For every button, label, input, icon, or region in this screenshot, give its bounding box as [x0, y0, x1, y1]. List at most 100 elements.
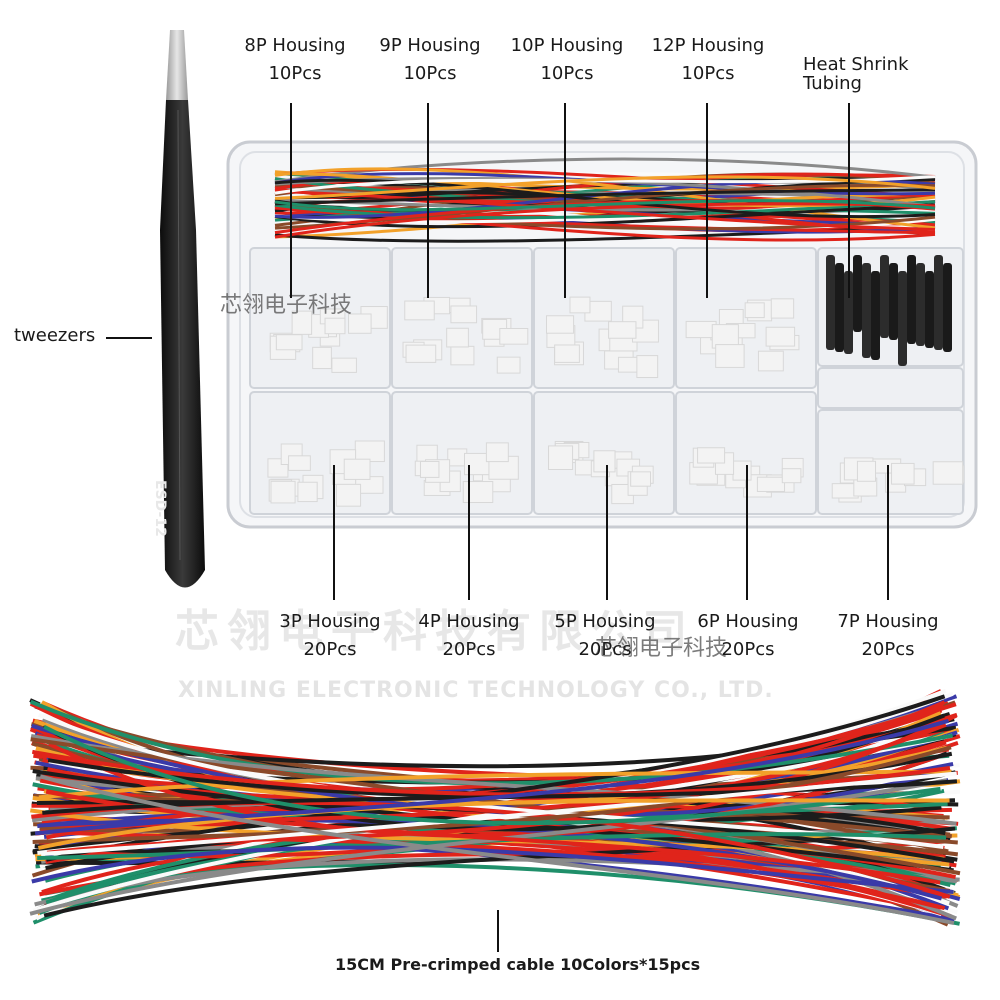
- label-cable: 15CM Pre-crimped cable 10Colors*15pcs: [335, 955, 701, 974]
- heat-shrink-tube: [880, 255, 889, 338]
- leader-10p: [564, 103, 566, 298]
- connector-housing: [932, 461, 964, 485]
- connector-housing: [447, 448, 468, 467]
- heat-shrink-tube: [943, 263, 952, 352]
- box-wire: [274, 178, 936, 219]
- connector-housing: [765, 326, 796, 347]
- cable-wire: [40, 771, 957, 856]
- leader-3p: [333, 465, 335, 600]
- leader-12p: [706, 103, 708, 298]
- cable-wire: [39, 774, 955, 926]
- connector-housing: [270, 480, 296, 504]
- heat-shrink-tube: [898, 271, 907, 366]
- watermark-company-en: XINLING ELECTRONIC TECHNOLOGY CO., LTD.: [178, 678, 774, 703]
- box-wire: [274, 199, 936, 212]
- box-wire: [274, 175, 936, 200]
- connector-housing: [404, 300, 435, 321]
- cable-wire: [31, 845, 954, 895]
- connector-housing: [496, 356, 521, 374]
- connector-housing: [312, 346, 332, 370]
- connector-housing: [744, 302, 765, 319]
- cable-wire: [38, 769, 952, 800]
- connector-housing: [856, 460, 877, 482]
- leader-4p: [468, 465, 470, 600]
- connector-housing: [608, 321, 637, 339]
- connector-housing: [331, 357, 357, 373]
- connector-housing: [343, 458, 371, 480]
- leader-6p: [746, 465, 748, 600]
- connector-housing: [569, 296, 591, 314]
- heat-shrink-tube: [853, 255, 862, 332]
- connector-housing: [499, 327, 529, 345]
- leader-7p: [887, 465, 889, 600]
- heat-shrink-tube: [862, 263, 871, 358]
- connector-housing: [756, 476, 786, 492]
- connector-housing: [275, 334, 303, 351]
- connector-housing: [354, 440, 385, 463]
- connector-housing: [715, 344, 745, 368]
- tweezers-marking: ESD-12: [152, 480, 168, 537]
- watermark-cn-1: 芯翎电子科技: [220, 293, 353, 318]
- connector-housing: [685, 320, 717, 339]
- heat-shrink-tube: [925, 271, 934, 348]
- heat-shrink-tubes: [826, 255, 952, 366]
- connector-housing: [462, 481, 494, 504]
- connector-housing: [697, 447, 726, 464]
- cable-wire: [43, 724, 941, 826]
- cable-wire: [45, 789, 941, 885]
- heat-shrink-tube: [871, 271, 880, 360]
- connector-housing: [450, 345, 475, 366]
- connector-housing: [891, 462, 915, 485]
- heat-shrink-tube: [826, 255, 835, 350]
- connector-housing: [770, 298, 795, 319]
- connector-housing: [335, 483, 362, 507]
- box-wire: [274, 200, 936, 220]
- connector-housing: [297, 481, 318, 503]
- box-wire-bundle: [274, 157, 936, 243]
- connector-housing: [348, 313, 372, 334]
- heat-shrink-tube: [844, 271, 853, 354]
- connector-housing: [450, 305, 478, 324]
- connector-housing: [732, 460, 752, 481]
- connector-housing: [593, 450, 616, 473]
- connector-housing: [757, 350, 784, 372]
- connector-housing: [781, 468, 802, 484]
- connector-housing: [546, 315, 575, 334]
- connector-housing: [288, 455, 311, 471]
- heat-shrink-tube: [934, 255, 943, 350]
- cable-wire: [34, 718, 950, 836]
- leader-tweezers: [106, 337, 152, 339]
- watermark-company-cn: 芯翎电子科技有限公司: [175, 606, 695, 657]
- cable-wire: [37, 798, 950, 850]
- leader-5p: [606, 465, 608, 600]
- box-wire: [274, 188, 936, 206]
- heat-shrink-tube: [907, 255, 916, 344]
- connector-housing: [324, 317, 346, 335]
- leader-cable: [497, 910, 499, 952]
- connector-housing: [636, 355, 659, 379]
- pre-crimped-cable-bundle: [29, 688, 961, 927]
- label-tweezers: tweezers: [14, 325, 96, 346]
- tweezers-image: [160, 30, 205, 588]
- heat-shrink-tube: [889, 263, 898, 340]
- heat-shrink-tube: [835, 263, 844, 352]
- connector-housing: [554, 344, 580, 363]
- heat-shrink-tube: [916, 263, 925, 346]
- watermark-cn-2: 芯翎电子科技: [595, 636, 728, 661]
- cable-wire: [32, 733, 953, 913]
- connector-housing: [405, 344, 437, 363]
- connector-housing: [446, 327, 469, 348]
- box-wire: [274, 157, 936, 184]
- leader-8p: [290, 103, 292, 298]
- leader-heat-shrink: [848, 103, 850, 298]
